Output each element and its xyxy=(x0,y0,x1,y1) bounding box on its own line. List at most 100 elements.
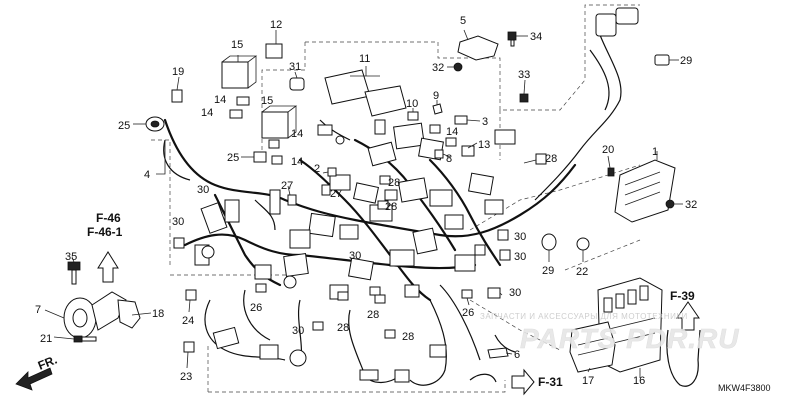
callout-14a: 14 xyxy=(214,94,226,106)
callout-32b: 32 xyxy=(685,199,697,211)
callout-30f: 30 xyxy=(514,231,526,243)
callout-29a: 29 xyxy=(680,55,692,67)
arrow-f31 xyxy=(511,368,535,396)
fuse-part-10 xyxy=(407,111,419,121)
part-3 xyxy=(454,115,468,125)
callout-30e: 30 xyxy=(509,287,521,299)
callout-14e: 14 xyxy=(446,126,458,138)
callout-14d: 14 xyxy=(291,156,303,168)
ref-f46: F-46 xyxy=(96,211,121,225)
bolt-part-35 xyxy=(67,261,81,285)
clip-part-19 xyxy=(171,89,183,103)
part-13 xyxy=(461,145,475,157)
callout-33: 33 xyxy=(518,69,530,81)
upper-connector xyxy=(595,7,639,37)
boot-part-29-a xyxy=(654,54,670,66)
bolt-part-34 xyxy=(507,31,517,47)
watermark-logo: PARTS PDR.RU xyxy=(520,323,739,354)
clamp-part-25-a xyxy=(145,116,165,132)
callout-16: 16 xyxy=(633,375,645,387)
callout-15a: 15 xyxy=(231,39,243,51)
callout-28f: 28 xyxy=(402,331,414,343)
callout-24: 24 xyxy=(182,315,194,327)
leader-lines xyxy=(44,29,683,378)
watermark-text: ЗАПЧАСТИ И АКСЕССУАРЫ ДЛЯ МОТОТЕХНИКИ xyxy=(480,312,688,321)
cover-part-11 xyxy=(324,69,407,117)
callout-6: 6 xyxy=(514,349,520,361)
callout-31: 31 xyxy=(289,61,301,73)
clips-part-28 xyxy=(337,153,547,339)
callout-9: 9 xyxy=(433,90,439,102)
grommet-part-31 xyxy=(289,77,305,91)
callout-5: 5 xyxy=(460,15,466,27)
connector-blocks xyxy=(194,119,516,383)
parts-27 xyxy=(287,184,331,206)
callout-30d: 30 xyxy=(292,325,304,337)
bracket-part-5 xyxy=(457,35,499,61)
callout-8: 8 xyxy=(446,153,452,165)
callout-20: 20 xyxy=(602,144,614,156)
callout-10: 10 xyxy=(406,98,418,110)
callout-30b: 30 xyxy=(172,216,184,228)
callout-18: 18 xyxy=(152,308,164,320)
fuse-holder-part-17 xyxy=(569,321,616,373)
arrow-f46 xyxy=(97,251,119,283)
callout-26b: 26 xyxy=(462,307,474,319)
boot-part-29-b xyxy=(541,233,557,251)
part-2 xyxy=(327,167,337,177)
callout-3: 3 xyxy=(482,116,488,128)
part-8 xyxy=(434,149,444,159)
relay-part-12 xyxy=(265,43,283,59)
clip-part-24 xyxy=(185,289,197,301)
clips-part-30 xyxy=(173,229,511,331)
part-callouts: 1 2 3 4 5 6 7 8 9 10 11 12 13 14 14 14 1… xyxy=(35,15,697,387)
callout-13: 13 xyxy=(478,139,490,151)
callout-28c: 28 xyxy=(385,201,397,213)
callout-22: 22 xyxy=(576,266,588,278)
callout-28b: 28 xyxy=(388,177,400,189)
callout-28d: 28 xyxy=(337,322,349,334)
callout-4: 4 xyxy=(144,169,150,181)
ref-f39: F-39 xyxy=(670,289,695,303)
callout-29b: 29 xyxy=(542,265,554,277)
callout-25a: 25 xyxy=(118,120,130,132)
callout-28a: 28 xyxy=(545,153,557,165)
reference-labels: F-46 F-46-1 F-39 F-31 FR. MKW4F3800 xyxy=(36,211,771,393)
part-26-a xyxy=(255,283,267,293)
ref-f31: F-31 xyxy=(538,375,563,389)
callout-30g: 30 xyxy=(514,251,526,263)
relay-part-15-b xyxy=(261,105,298,139)
callout-35: 35 xyxy=(65,251,77,263)
nut-part-32-b xyxy=(665,199,675,209)
callout-23: 23 xyxy=(180,371,192,383)
callout-25b: 25 xyxy=(227,152,239,164)
callout-27a: 27 xyxy=(281,180,293,192)
main-harness xyxy=(163,34,701,387)
nut-part-32-a xyxy=(453,62,463,72)
callout-15b: 15 xyxy=(261,95,273,107)
clip-part-23 xyxy=(183,341,195,353)
callout-19: 19 xyxy=(172,66,184,78)
relay-part-15-a xyxy=(221,55,258,89)
callout-30c: 30 xyxy=(349,250,361,262)
arrow-f39 xyxy=(676,301,700,331)
callout-26a: 26 xyxy=(250,302,262,314)
callout-34: 34 xyxy=(530,31,542,43)
bolt-part-21 xyxy=(73,335,97,343)
callout-7: 7 xyxy=(35,304,41,316)
ref-front: FR. xyxy=(36,353,59,373)
callout-27b: 27 xyxy=(330,188,342,200)
callout-1: 1 xyxy=(652,146,658,158)
connectors-part-14 xyxy=(229,96,457,165)
part-33 xyxy=(519,93,529,103)
part-9 xyxy=(432,103,443,115)
watermark: PARTS PDR.RU ЗАПЧАСТИ И АКСЕССУАРЫ ДЛЯ М… xyxy=(480,312,739,354)
callout-2: 2 xyxy=(314,163,320,175)
diagram-code: MKW4F3800 xyxy=(718,383,771,393)
callout-21: 21 xyxy=(40,333,52,345)
bracket-part-18 xyxy=(117,299,141,329)
callout-32a: 32 xyxy=(432,62,444,74)
callout-14b: 14 xyxy=(201,107,213,119)
clamp-part-25-b xyxy=(253,151,267,163)
